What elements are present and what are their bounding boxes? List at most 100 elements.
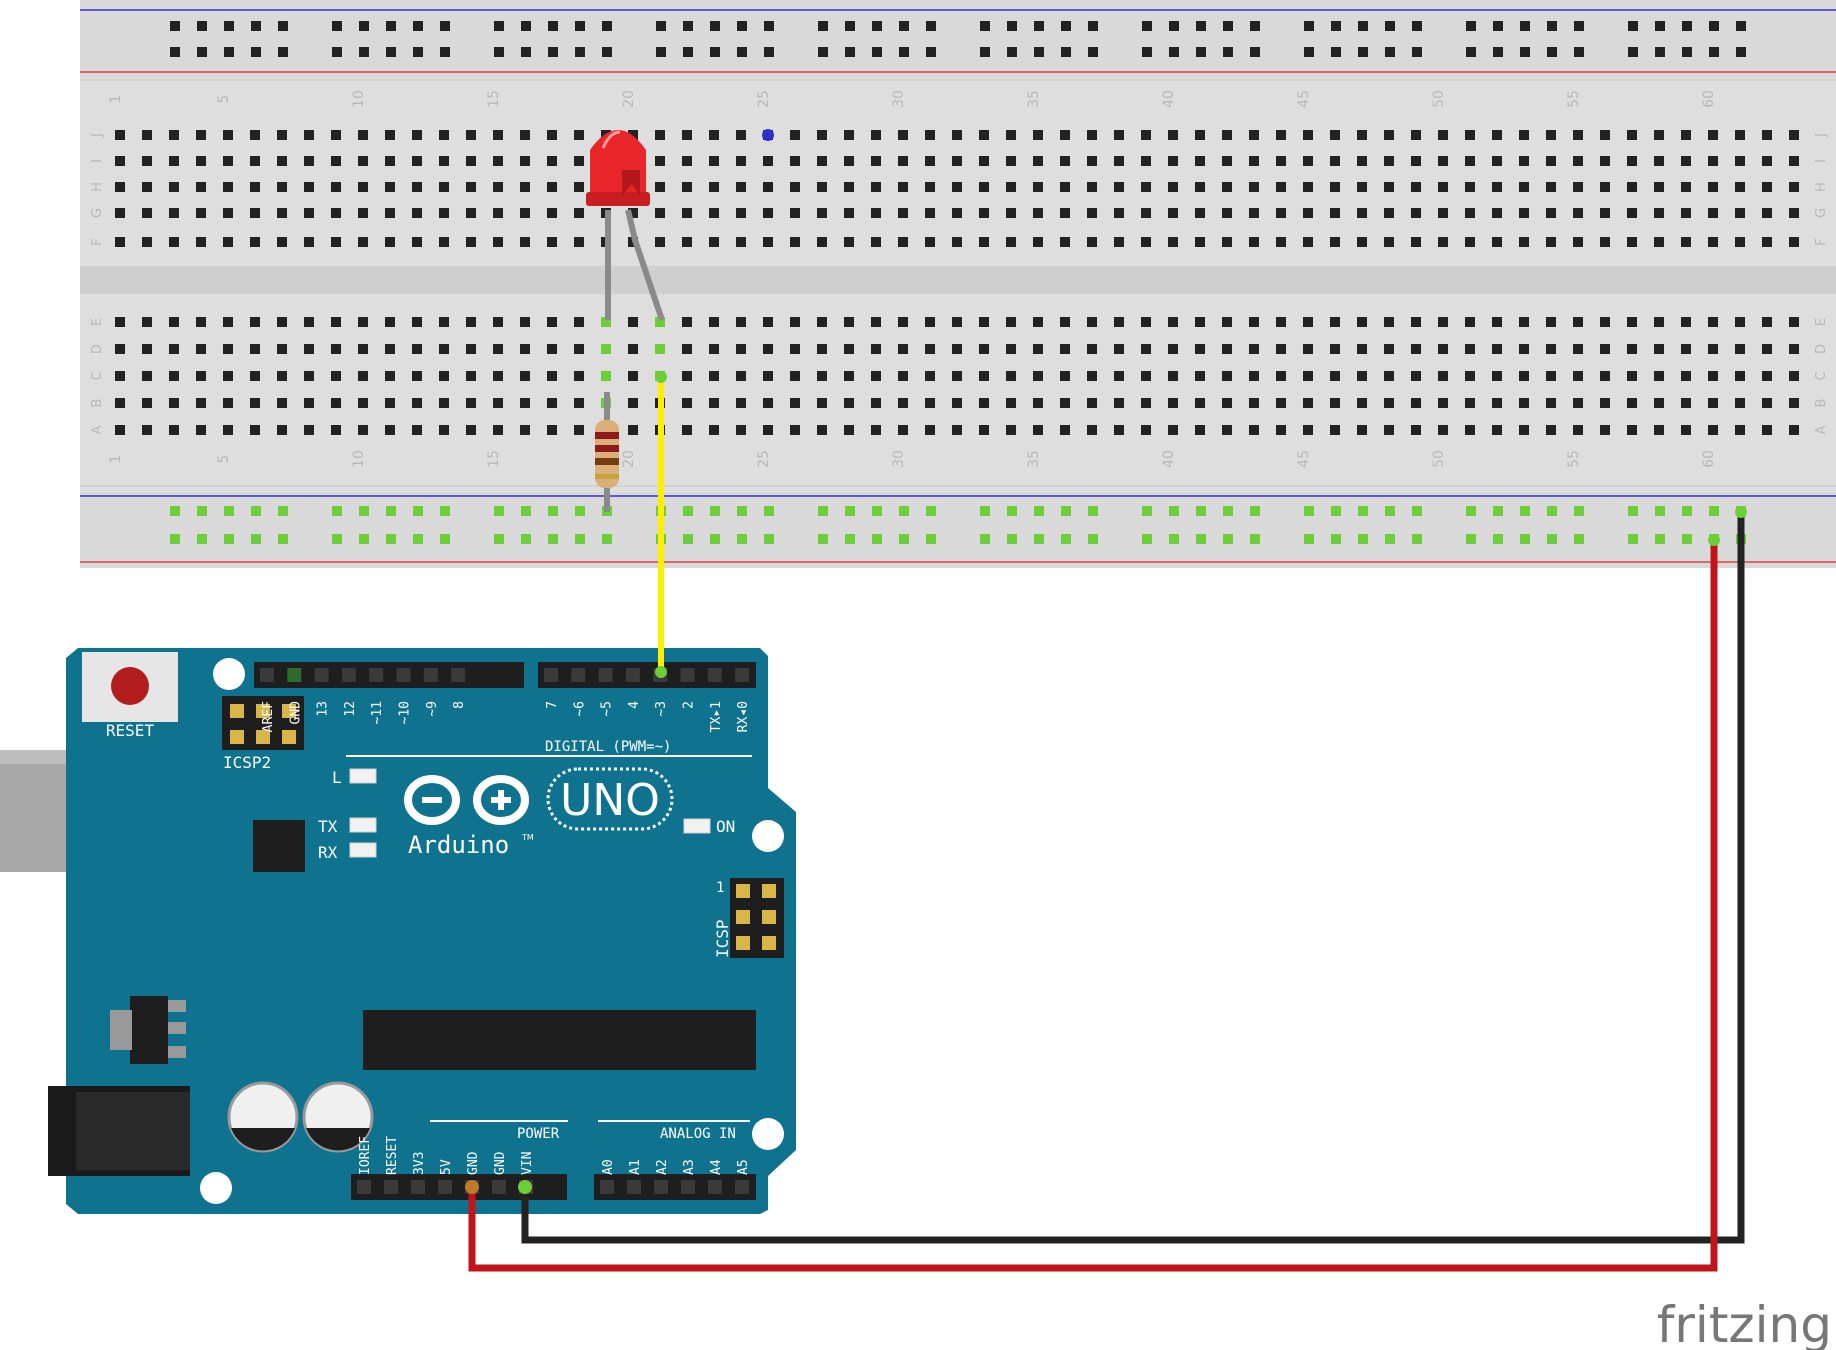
- breadboard-hole[interactable]: [1573, 398, 1583, 408]
- rail-hole[interactable]: [926, 534, 936, 544]
- breadboard-hole[interactable]: [1546, 425, 1556, 435]
- breadboard-hole[interactable]: [196, 398, 206, 408]
- breadboard-hole[interactable]: [169, 344, 179, 354]
- breadboard-hole[interactable]: [1303, 156, 1313, 166]
- breadboard-hole[interactable]: [709, 182, 719, 192]
- breadboard-hole[interactable]: [1789, 344, 1799, 354]
- breadboard-hole[interactable]: [493, 398, 503, 408]
- rail-hole[interactable]: [1466, 47, 1476, 57]
- breadboard-hole[interactable]: [331, 425, 341, 435]
- rail-hole[interactable]: [1088, 21, 1098, 31]
- breadboard-hole[interactable]: [385, 398, 395, 408]
- rail-hole[interactable]: [1223, 47, 1233, 57]
- rail-hole[interactable]: [440, 506, 450, 516]
- breadboard-hole[interactable]: [979, 208, 989, 218]
- breadboard-hole[interactable]: [1249, 237, 1259, 247]
- breadboard-hole[interactable]: [520, 156, 530, 166]
- breadboard-hole[interactable]: [277, 156, 287, 166]
- breadboard-hole[interactable]: [1276, 130, 1286, 140]
- breadboard-hole[interactable]: [439, 130, 449, 140]
- breadboard-hole[interactable]: [1276, 182, 1286, 192]
- breadboard-hole[interactable]: [952, 156, 962, 166]
- rail-hole[interactable]: [1520, 21, 1530, 31]
- rail-hole[interactable]: [359, 506, 369, 516]
- breadboard-hole[interactable]: [520, 425, 530, 435]
- breadboard-hole[interactable]: [547, 398, 557, 408]
- breadboard-hole[interactable]: [304, 182, 314, 192]
- breadboard-hole[interactable]: [871, 156, 881, 166]
- breadboard-hole[interactable]: [817, 237, 827, 247]
- breadboard-hole[interactable]: [1465, 371, 1475, 381]
- breadboard-hole[interactable]: [1141, 398, 1151, 408]
- resistor[interactable]: [595, 392, 619, 512]
- rail-hole[interactable]: [359, 47, 369, 57]
- breadboard-hole[interactable]: [1222, 398, 1232, 408]
- breadboard-hole[interactable]: [1654, 208, 1664, 218]
- breadboard-hole[interactable]: [1330, 237, 1340, 247]
- breadboard-hole[interactable]: [709, 398, 719, 408]
- breadboard-hole[interactable]: [1114, 156, 1124, 166]
- breadboard-hole[interactable]: [1006, 317, 1016, 327]
- breadboard-hole[interactable]: [1681, 425, 1691, 435]
- breadboard-hole[interactable]: [493, 317, 503, 327]
- breadboard-hole[interactable]: [223, 182, 233, 192]
- breadboard-hole[interactable]: [1087, 344, 1097, 354]
- breadboard-hole[interactable]: [304, 371, 314, 381]
- breadboard-hole[interactable]: [1465, 344, 1475, 354]
- rail-hole[interactable]: [872, 534, 882, 544]
- breadboard-hole[interactable]: [1357, 130, 1367, 140]
- rail-hole[interactable]: [1034, 21, 1044, 31]
- rail-hole[interactable]: [1304, 21, 1314, 31]
- breadboard-hole[interactable]: [520, 130, 530, 140]
- breadboard-hole[interactable]: [223, 156, 233, 166]
- rail-hole[interactable]: [1628, 506, 1638, 516]
- breadboard-hole[interactable]: [709, 130, 719, 140]
- rail-hole[interactable]: [1493, 47, 1503, 57]
- breadboard-hole[interactable]: [1222, 371, 1232, 381]
- rail-hole[interactable]: [413, 534, 423, 544]
- rail-hole[interactable]: [494, 534, 504, 544]
- breadboard-hole[interactable]: [1438, 237, 1448, 247]
- pin-socket[interactable]: [341, 668, 356, 682]
- breadboard-hole[interactable]: [682, 398, 692, 408]
- breadboard-hole[interactable]: [1384, 425, 1394, 435]
- breadboard-hole[interactable]: [520, 371, 530, 381]
- breadboard-hole[interactable]: [1195, 237, 1205, 247]
- breadboard-hole[interactable]: [1033, 317, 1043, 327]
- rail-hole[interactable]: [386, 506, 396, 516]
- rail-hole[interactable]: [548, 506, 558, 516]
- breadboard-hole[interactable]: [1627, 344, 1637, 354]
- rail-hole[interactable]: [1142, 47, 1152, 57]
- breadboard-hole[interactable]: [1627, 371, 1637, 381]
- rail-hole[interactable]: [737, 21, 747, 31]
- pin-socket[interactable]: [627, 1180, 641, 1194]
- rail-hole[interactable]: [1061, 21, 1071, 31]
- breadboard-hole[interactable]: [979, 398, 989, 408]
- breadboard-hole[interactable]: [1492, 156, 1502, 166]
- rail-hole[interactable]: [251, 47, 261, 57]
- breadboard-hole[interactable]: [1546, 182, 1556, 192]
- breadboard-hole[interactable]: [844, 317, 854, 327]
- breadboard-hole[interactable]: [1384, 237, 1394, 247]
- rail-hole[interactable]: [575, 47, 585, 57]
- breadboard-hole[interactable]: [1762, 237, 1772, 247]
- rail-hole[interactable]: [1628, 47, 1638, 57]
- breadboard-hole[interactable]: [142, 182, 152, 192]
- rail-hole[interactable]: [764, 21, 774, 31]
- breadboard-hole[interactable]: [844, 398, 854, 408]
- rail-hole[interactable]: [1169, 47, 1179, 57]
- breadboard-hole[interactable]: [1519, 182, 1529, 192]
- rail-hole[interactable]: [1169, 506, 1179, 516]
- breadboard-hole[interactable]: [1438, 344, 1448, 354]
- breadboard-hole[interactable]: [1195, 398, 1205, 408]
- breadboard-hole[interactable]: [1303, 237, 1313, 247]
- breadboard-hole[interactable]: [1735, 317, 1745, 327]
- pin-socket[interactable]: [438, 1180, 452, 1194]
- rail-hole[interactable]: [494, 506, 504, 516]
- breadboard-hole[interactable]: [979, 344, 989, 354]
- breadboard-hole[interactable]: [1600, 317, 1610, 327]
- breadboard-hole[interactable]: [1060, 130, 1070, 140]
- rail-hole[interactable]: [278, 506, 288, 516]
- breadboard-hole[interactable]: [250, 182, 260, 192]
- breadboard-hole[interactable]: [1006, 208, 1016, 218]
